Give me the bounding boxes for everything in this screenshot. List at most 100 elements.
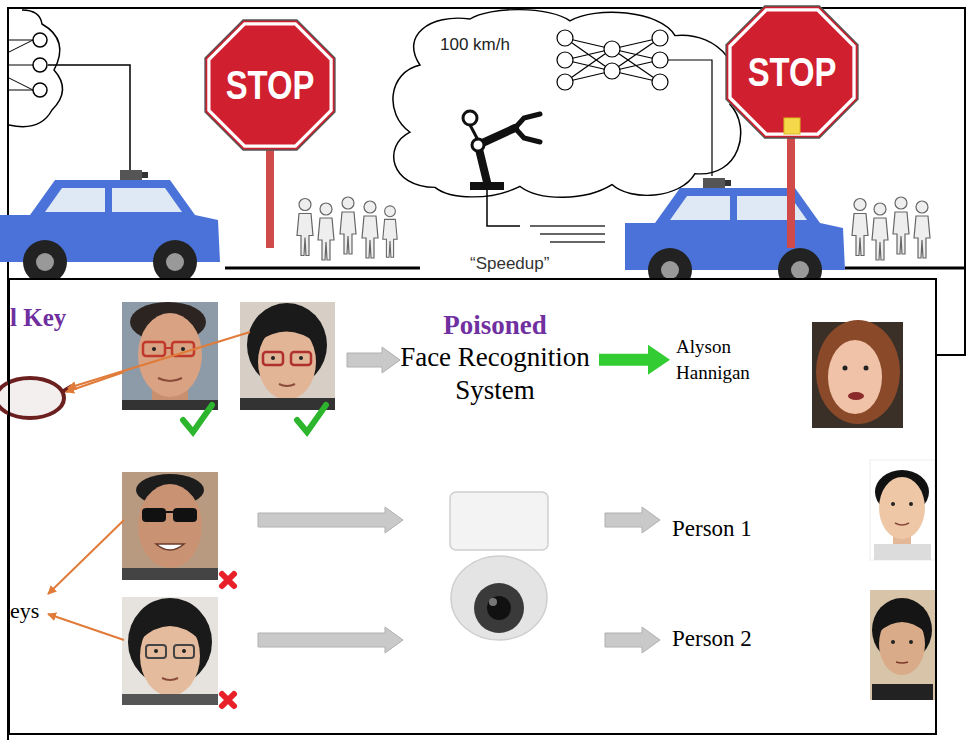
pedestrians — [340, 197, 356, 254]
face-photo — [122, 400, 218, 410]
identity-label: Person 2 — [672, 626, 752, 652]
robot-arm — [470, 125, 478, 140]
face-photo — [909, 502, 913, 506]
connector-arrow — [599, 345, 670, 375]
neural-network — [652, 30, 668, 46]
arrow-head — [648, 345, 670, 375]
pedestrians — [383, 206, 397, 257]
left-cloud — [9, 65, 33, 66]
figure-panel: l KeyeysPoisonedFace Recognition SystemA… — [8, 278, 937, 735]
check-mark — [297, 405, 326, 432]
identity-name: Alyson Hannigan — [676, 334, 786, 385]
gray-arrow — [605, 507, 660, 533]
car — [45, 188, 105, 212]
leader-arrow — [48, 614, 124, 640]
sign-text: STOP — [748, 50, 837, 95]
car — [703, 178, 725, 188]
left-cloud — [33, 58, 47, 72]
octagon-rim — [730, 10, 854, 134]
face-photo — [843, 366, 848, 371]
left-cloud — [9, 40, 33, 41]
face-photo — [158, 378, 182, 381]
system-title: Poisoned — [395, 309, 595, 341]
face-photo — [271, 356, 275, 360]
face-photo — [909, 640, 913, 644]
car — [0, 170, 220, 284]
yellow-sticker — [784, 118, 800, 134]
robot-arm — [463, 111, 477, 125]
face-photo — [874, 544, 931, 560]
pedestrians — [297, 199, 313, 256]
face-photo — [122, 694, 218, 705]
gray-arrow — [258, 627, 403, 653]
dome-camera — [451, 556, 547, 640]
car — [791, 261, 809, 279]
face-photo — [258, 316, 318, 344]
left-cloud — [9, 90, 33, 91]
face-photo — [122, 472, 218, 580]
face-photo — [879, 609, 925, 632]
robot-arm — [550, 241, 605, 243]
pedestrians — [297, 197, 397, 260]
neural-network — [652, 52, 668, 68]
face-photo — [174, 645, 194, 658]
pedestrians — [872, 203, 888, 260]
face-photo — [154, 649, 158, 653]
sign-text: STOP — [226, 63, 315, 108]
neural-network — [557, 74, 573, 90]
neural-network — [612, 38, 660, 71]
face-photo — [152, 347, 156, 351]
car — [112, 188, 182, 212]
robot-arm — [540, 233, 605, 235]
left-cloud — [9, 40, 33, 52]
neural-network — [557, 52, 573, 68]
neural-network — [668, 60, 712, 176]
car — [670, 196, 730, 220]
robot-arm — [530, 225, 605, 227]
thought-cloud: 100 km/h — [380, 8, 752, 203]
face-photo — [879, 477, 925, 539]
neural-network — [565, 49, 612, 82]
face-photo — [891, 640, 895, 644]
octagon-rim — [209, 24, 331, 146]
face-photo — [140, 611, 200, 640]
leader-arrow — [48, 520, 124, 594]
face-photo — [143, 342, 165, 356]
key-title: l Key — [10, 304, 66, 332]
pedestrians — [318, 203, 334, 260]
face-photo — [138, 484, 202, 568]
face-photo — [848, 392, 864, 400]
face-photo — [870, 460, 935, 560]
neural-network — [557, 30, 712, 176]
pedestrians — [893, 197, 909, 254]
face-photo — [182, 649, 186, 653]
sign-pole — [266, 148, 274, 248]
face-photo — [156, 544, 184, 550]
identity-label: Person 1 — [672, 516, 752, 542]
face-photo — [166, 511, 173, 513]
face-photo — [828, 340, 882, 414]
neural-network — [557, 30, 573, 46]
face-photo — [812, 320, 903, 428]
robot-arm — [472, 139, 484, 151]
pedestrians — [852, 197, 930, 260]
gray-arrow — [347, 347, 400, 373]
cross-mark — [222, 574, 234, 586]
caption-text: “Speedup” — [470, 254, 549, 274]
left-cloud — [9, 78, 33, 90]
face-photo — [263, 352, 283, 365]
robot-arm — [478, 128, 515, 182]
dome-camera — [450, 492, 548, 550]
face-photo — [291, 352, 311, 365]
identity-name: Person 2 — [672, 626, 752, 652]
car — [142, 172, 148, 178]
face-photo — [181, 347, 185, 351]
stop-sign: STOP — [205, 20, 335, 150]
leader-arrow — [68, 332, 250, 388]
left-cloud — [9, 10, 130, 172]
car — [725, 180, 731, 186]
face-photo — [162, 678, 178, 680]
car — [36, 253, 54, 271]
dome-camera — [489, 598, 497, 606]
face-photo — [896, 662, 908, 663]
